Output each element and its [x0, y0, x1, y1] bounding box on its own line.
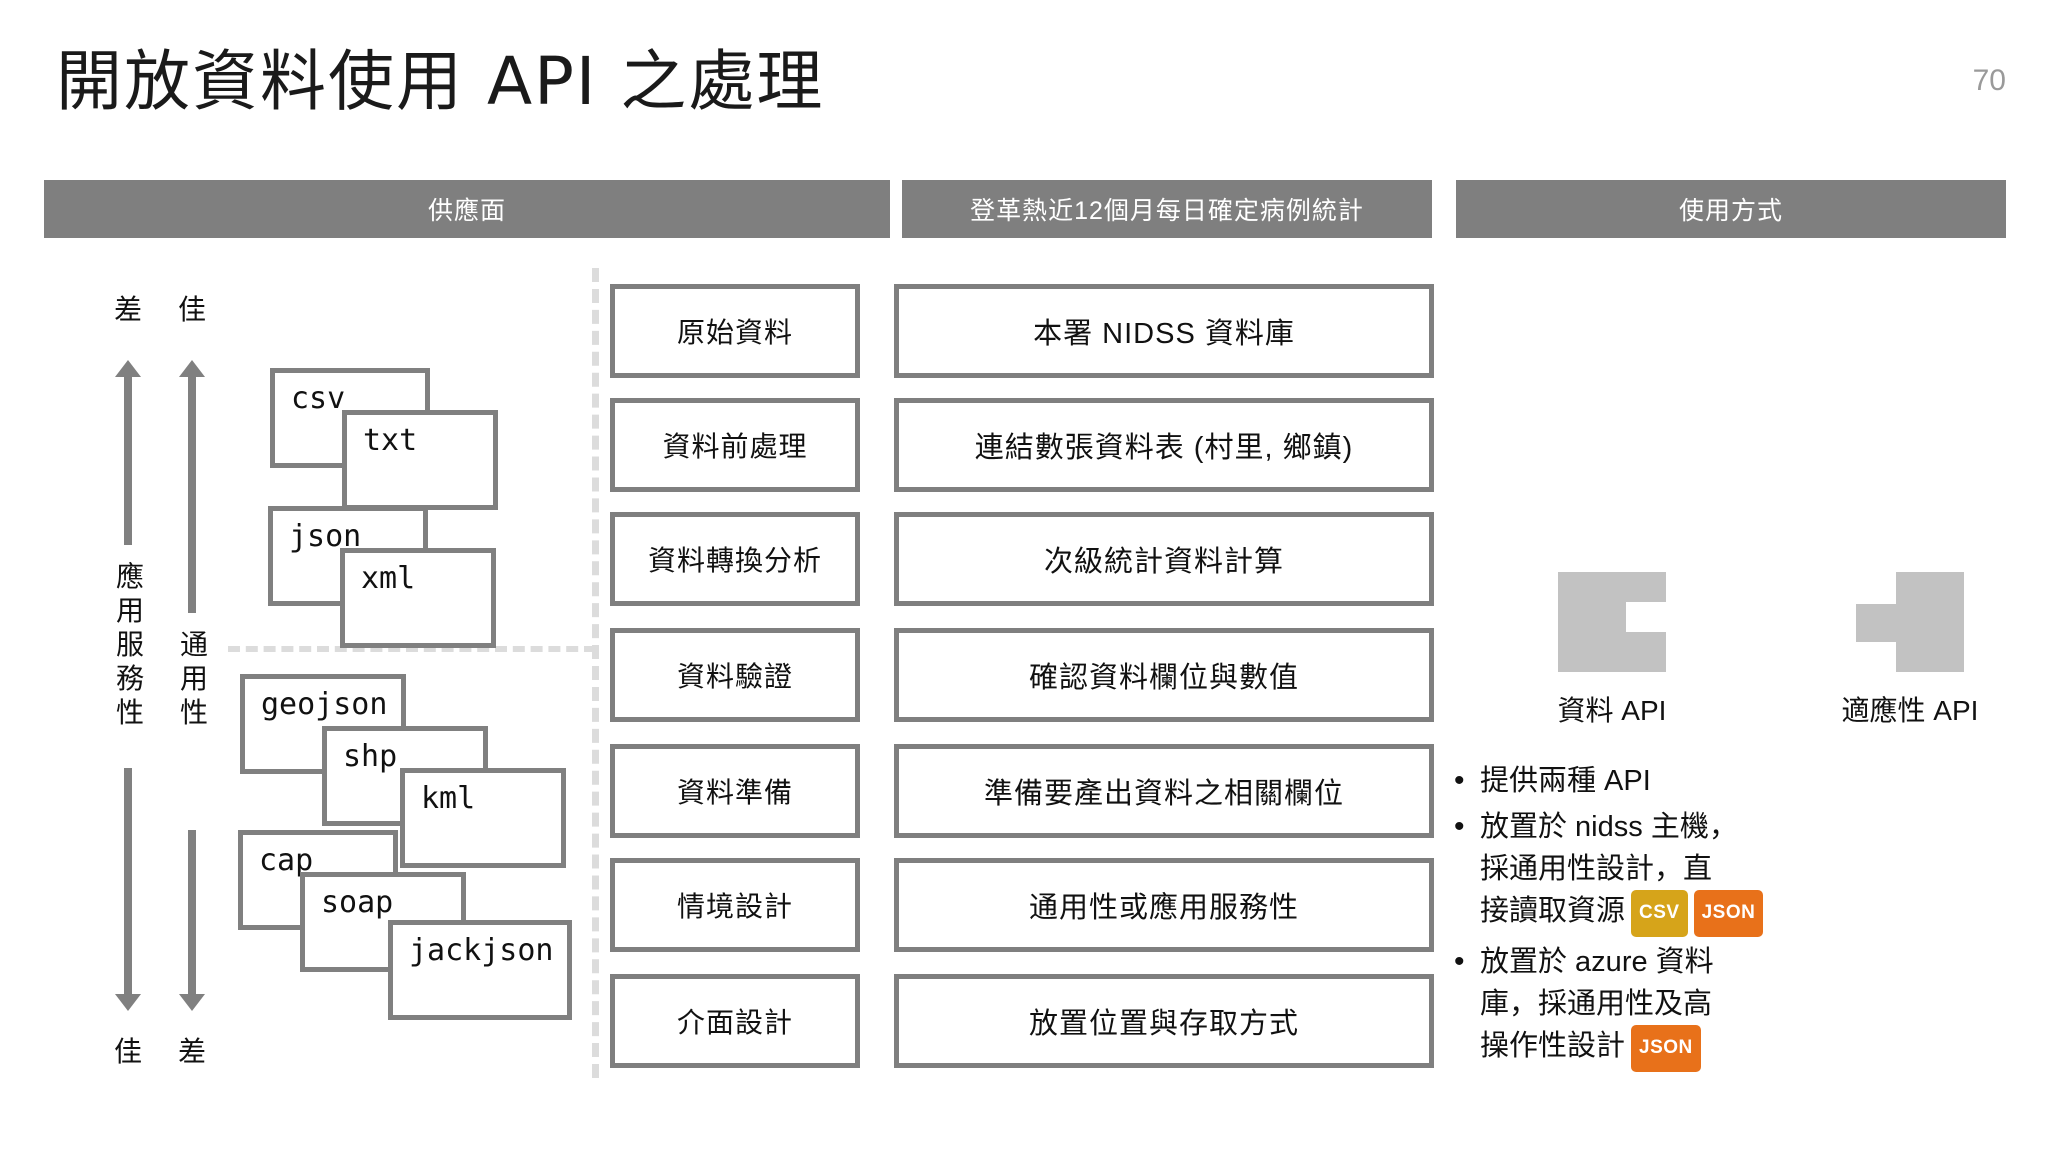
stage-label: 情境設計 [676, 891, 793, 922]
badge-json: JSON [1631, 1025, 1701, 1072]
api-caption: 適應性 API [1841, 695, 1979, 726]
format-card-kml[interactable]: kml [400, 768, 566, 868]
api-item-data[interactable]: 資料 API [1502, 572, 1722, 729]
bullet-text: 提供兩種 API [1480, 760, 1651, 802]
bullet-marker: • [1454, 945, 1465, 978]
bullet-line: 庫，採通用性及高 [1480, 988, 1713, 1020]
stage-box-6[interactable]: 情境設計 [610, 858, 860, 952]
detail-box-3[interactable]: 次級統計資料計算 [894, 512, 1434, 606]
bullet-line: 提供兩種 API [1480, 765, 1651, 797]
stage-label: 資料前處理 [662, 431, 808, 462]
stage-box-5[interactable]: 資料準備 [610, 744, 860, 838]
divider-horizontal-dashed [228, 646, 596, 652]
axis-label-bottom-right: 差 [177, 1036, 206, 1067]
stage-box-2[interactable]: 資料前處理 [610, 398, 860, 492]
api-caption: 資料 API [1557, 695, 1667, 726]
stage-label: 資料轉換分析 [647, 545, 822, 576]
detail-box-7[interactable]: 放置位置與存取方式 [894, 974, 1434, 1068]
format-card-label: csv [291, 381, 346, 416]
header-bar-supply: 供應面 [44, 180, 890, 238]
format-card-label: txt [363, 423, 418, 458]
badge-json: JSON [1693, 890, 1764, 937]
arrow-down-left [115, 768, 141, 1011]
puzzle-socket-icon [1558, 572, 1666, 672]
axis-label-bottom-left: 佳 [113, 1036, 142, 1067]
format-card-label: jackjson [409, 933, 554, 968]
format-card-label: shp [343, 739, 398, 774]
header-bar-case: 登革熱近12個月每日確定病例統計 [902, 180, 1432, 238]
bullet-line: 採通用性設計，直 [1480, 853, 1713, 885]
axis-label-top-left: 差 [113, 294, 142, 325]
detail-label: 準備要產出資料之相關欄位 [983, 778, 1344, 810]
axis-label-top-right: 佳 [177, 294, 206, 325]
axis-name-right: 通 用 性 [179, 629, 208, 728]
bullet-item-1: • 提供兩種 API [1446, 760, 1876, 802]
bullet-marker: • [1454, 764, 1465, 797]
bullet-line: 放置於 azure 資料 [1480, 946, 1714, 978]
header-bar-usage: 使用方式 [1456, 180, 2006, 238]
detail-label: 通用性或應用服務性 [1028, 892, 1299, 924]
stage-box-4[interactable]: 資料驗證 [610, 628, 860, 722]
format-card-label: soap [321, 885, 394, 920]
bullet-line: 操作性設計 [1480, 1030, 1626, 1062]
arrow-up-right [179, 360, 205, 613]
format-card-label: kml [421, 781, 476, 816]
divider-vertical-dashed [592, 268, 599, 1078]
format-card-label: xml [361, 561, 416, 596]
stage-box-7[interactable]: 介面設計 [610, 974, 860, 1068]
badge-csv: CSV [1631, 890, 1688, 937]
detail-label: 次級統計資料計算 [1043, 546, 1284, 578]
format-card-label: geojson [261, 687, 388, 722]
detail-label: 本署 NIDSS 資料庫 [1033, 318, 1295, 350]
bullet-marker: • [1454, 810, 1465, 843]
stage-label: 原始資料 [676, 317, 793, 348]
bullet-line: 放置於 nidss 主機， [1480, 811, 1738, 843]
detail-box-2[interactable]: 連結數張資料表 (村里, 鄉鎮) [894, 398, 1434, 492]
bullet-line: 接讀取資源 [1480, 895, 1626, 927]
stage-box-3[interactable]: 資料轉換分析 [610, 512, 860, 606]
puzzle-tab-icon [1856, 572, 1964, 672]
arrow-down-right [179, 830, 205, 1011]
page-title: 開放資料使用 API 之處理 [56, 43, 825, 120]
usage-bullet-list: • 提供兩種 API • 放置於 nidss 主機， 採通用性設計，直 接讀取資… [1446, 760, 1876, 1076]
page-number: 70 [1972, 64, 2006, 97]
stage-box-1[interactable]: 原始資料 [610, 284, 860, 378]
detail-box-1[interactable]: 本署 NIDSS 資料庫 [894, 284, 1434, 378]
format-card-jackjson[interactable]: jackjson [388, 920, 572, 1020]
detail-label: 確認資料欄位與數值 [1028, 662, 1299, 694]
stage-label: 資料驗證 [676, 661, 793, 692]
stage-label: 介面設計 [676, 1007, 793, 1038]
detail-box-4[interactable]: 確認資料欄位與數值 [894, 628, 1434, 722]
detail-box-5[interactable]: 準備要產出資料之相關欄位 [894, 744, 1434, 838]
detail-label: 連結數張資料表 (村里, 鄉鎮) [974, 432, 1354, 464]
format-card-txt[interactable]: txt [342, 410, 498, 510]
api-item-adaptive[interactable]: 適應性 API [1800, 572, 2020, 729]
arrow-up-left [115, 360, 141, 545]
axis-name-left: 應 用 服 務 性 [115, 561, 144, 728]
detail-box-6[interactable]: 通用性或應用服務性 [894, 858, 1434, 952]
detail-label: 放置位置與存取方式 [1028, 1008, 1299, 1040]
format-card-xml[interactable]: xml [340, 548, 496, 648]
stage-label: 資料準備 [676, 777, 793, 808]
